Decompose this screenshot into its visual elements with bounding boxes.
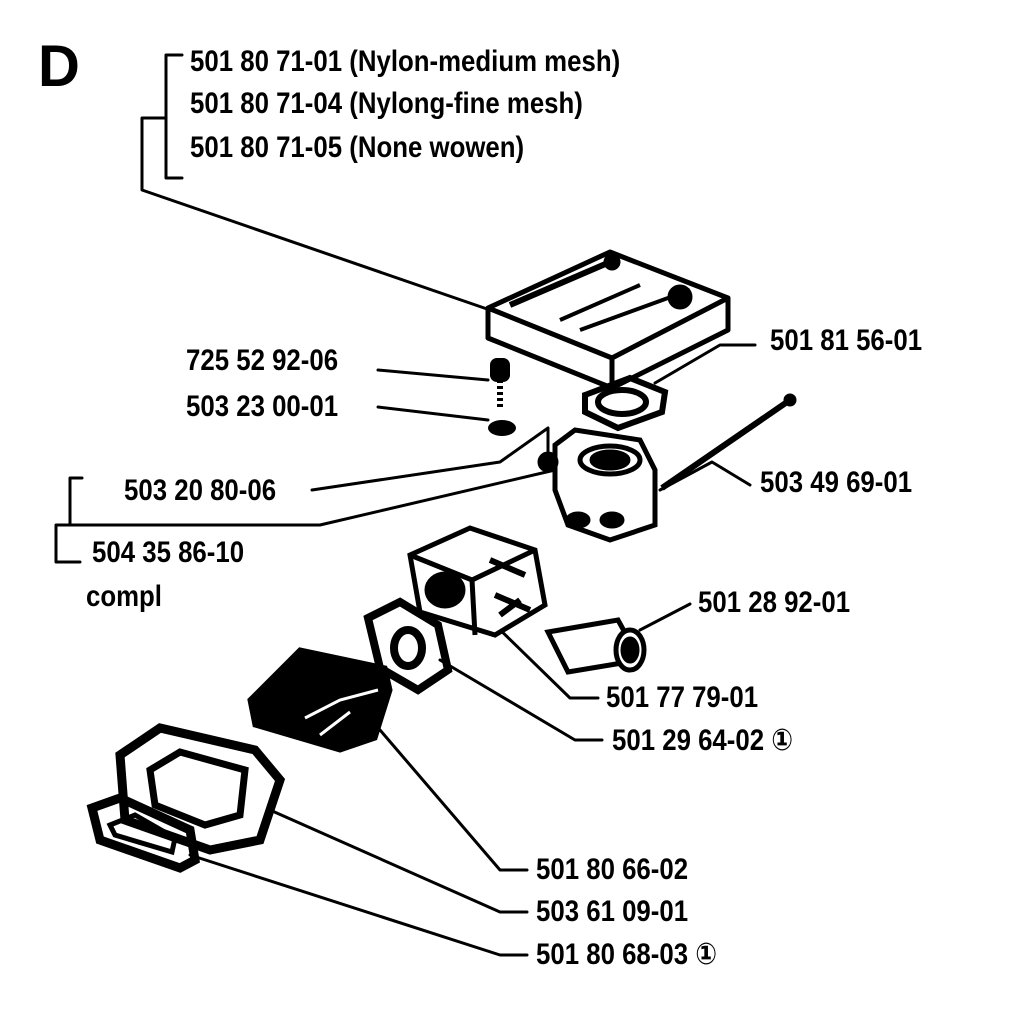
callout-carb-gasket: 501 29 64-02 ① [612, 724, 794, 757]
filter-option-3-part-no: 501 80 71-05 [190, 131, 343, 164]
callout-filter-base: 503 61 09-01 [536, 895, 689, 928]
callout-rod: 503 49 69-01 [760, 466, 913, 499]
filter-option-2-note: (Nylong-fine mesh) [349, 87, 583, 120]
leader-filter-base [268, 808, 529, 914]
filter-option-1: 501 80 71-01 (Nylon-medium mesh) [190, 47, 620, 77]
filter-option-3-note: (None wowen) [349, 131, 525, 164]
callout-carburetor: 501 77 79-01 [606, 681, 759, 714]
air-filter-shape [247, 647, 393, 753]
leader-filter-options [140, 53, 492, 312]
leader-carburetor [488, 618, 600, 700]
callout-carb-holder: 503 20 80-06 [124, 474, 277, 507]
tube-shape [544, 617, 647, 675]
leader-holder-kit [54, 468, 557, 564]
callout-tube: 501 28 92-01 [698, 586, 851, 619]
filter-option-1-part-no: 501 80 71-01 [190, 45, 343, 78]
leader-carb-gasket [438, 658, 604, 742]
leader-cover [653, 343, 757, 385]
callout-cover: 501 81 56-01 [770, 324, 923, 357]
cover-gasket-shape [582, 374, 669, 432]
callout-filter: 501 80 66-02 [536, 853, 689, 886]
air-filter-cover-shape [485, 249, 731, 391]
callout-washer: 503 23 00-01 [186, 390, 339, 423]
carb-holder-shape [537, 427, 658, 543]
leader-base-gasket [188, 853, 529, 957]
screw-shape [490, 358, 510, 408]
base-gasket-shape [86, 793, 200, 873]
callout-screw: 725 52 92-06 [186, 344, 339, 377]
filter-option-1-note: (Nylon-medium mesh) [349, 45, 621, 78]
filter-option-2: 501 80 71-04 (Nylong-fine mesh) [190, 89, 583, 119]
section-letter: D [38, 34, 80, 99]
carburetor-shape [407, 525, 548, 638]
callout-holder-kit-suffix: compl [86, 580, 162, 613]
leader-tube [638, 602, 692, 632]
leader-washer [376, 405, 490, 422]
filter-base-shape [115, 723, 286, 855]
washer-shape [488, 420, 516, 436]
filter-option-2-part-no: 501 80 71-04 [190, 87, 343, 120]
leader-filter [378, 728, 529, 872]
callout-holder-kit: 504 35 86-10 [92, 536, 245, 569]
filter-option-3: 501 80 71-05 (None wowen) [190, 133, 524, 163]
leader-carb-holder [310, 426, 550, 492]
leader-rod [658, 460, 752, 492]
rod-shape [660, 393, 797, 491]
leader-screw [376, 368, 490, 382]
callout-base-gasket: 501 80 68-03 ① [536, 938, 718, 971]
